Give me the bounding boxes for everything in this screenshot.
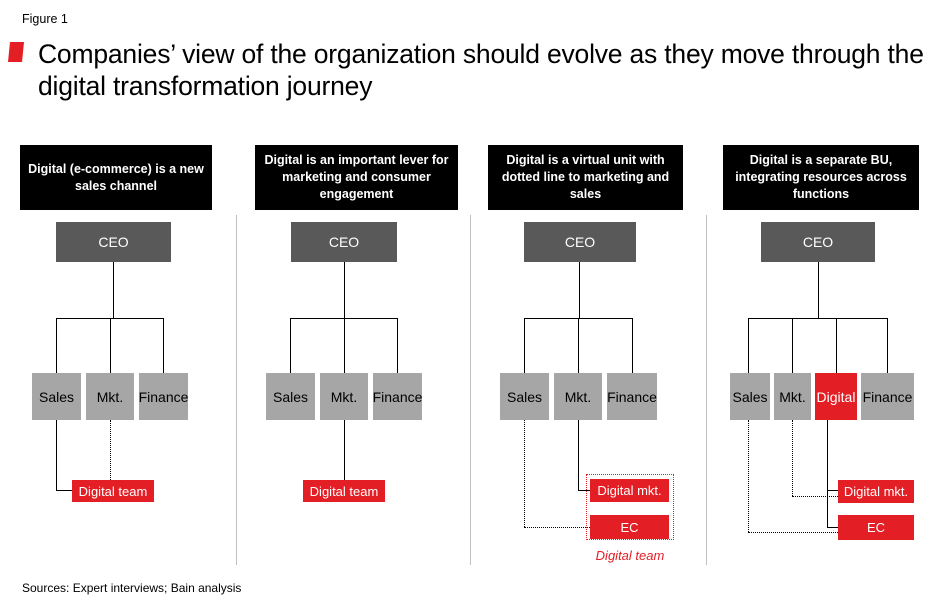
dotted-reporting-line bbox=[524, 420, 525, 527]
function-box-finance: Finance bbox=[861, 373, 914, 420]
connector-line bbox=[344, 318, 345, 373]
solid-reporting-line bbox=[827, 420, 828, 527]
connector-line bbox=[110, 318, 111, 373]
figure-label: Figure 1 bbox=[22, 12, 68, 26]
ec-box: EC bbox=[590, 515, 669, 539]
ceo-box: CEO bbox=[291, 222, 397, 262]
source-note: Sources: Expert interviews; Bain analysi… bbox=[22, 581, 242, 595]
dotted-reporting-line bbox=[792, 420, 793, 496]
connector-line bbox=[887, 318, 888, 373]
function-box-sales: Sales bbox=[266, 373, 315, 420]
function-box-mkt: Mkt. bbox=[86, 373, 134, 420]
panel-header: Digital is a virtual unit with dotted li… bbox=[488, 145, 683, 210]
connector-line bbox=[579, 262, 580, 319]
page-title: Companies’ view of the organization shou… bbox=[38, 39, 924, 101]
ceo-box: CEO bbox=[524, 222, 636, 262]
panel-divider bbox=[706, 215, 707, 565]
panel-divider bbox=[470, 215, 471, 565]
function-box-finance: Finance bbox=[607, 373, 657, 420]
function-box-finance: Finance bbox=[373, 373, 422, 420]
function-box-mkt: Mkt. bbox=[554, 373, 602, 420]
connector-line bbox=[632, 318, 633, 373]
connector-line bbox=[748, 318, 888, 319]
panel-header: Digital (e-commerce) is a new sales chan… bbox=[20, 145, 212, 210]
solid-reporting-line bbox=[56, 490, 73, 491]
digital-team-group-outline bbox=[586, 474, 674, 540]
digital-team-box: Digital team bbox=[72, 480, 154, 502]
function-box-mkt: Mkt. bbox=[320, 373, 368, 420]
panel-header: Digital is a separate BU, integrating re… bbox=[723, 145, 919, 210]
connector-line bbox=[818, 262, 819, 319]
connector-line bbox=[113, 262, 114, 319]
connector-line bbox=[397, 318, 398, 373]
connector-line bbox=[792, 318, 793, 373]
function-box-finance: Finance bbox=[139, 373, 188, 420]
dotted-reporting-line bbox=[110, 420, 111, 480]
connector-line bbox=[290, 318, 291, 373]
dotted-reporting-line bbox=[792, 496, 840, 497]
function-box-sales: Sales bbox=[730, 373, 770, 420]
connector-line bbox=[344, 262, 345, 319]
solid-reporting-line bbox=[578, 420, 579, 491]
function-box-sales: Sales bbox=[500, 373, 549, 420]
dotted-reporting-line bbox=[748, 420, 749, 532]
ec-box: EC bbox=[838, 515, 914, 540]
digital-team-box: Digital team bbox=[303, 480, 385, 502]
solid-reporting-line bbox=[578, 490, 590, 491]
dotted-reporting-line bbox=[748, 532, 840, 533]
digital-mkt-box: Digital mkt. bbox=[838, 480, 914, 503]
dotted-reporting-line bbox=[524, 527, 590, 528]
connector-line bbox=[578, 318, 579, 373]
connector-line bbox=[56, 318, 57, 373]
digital-team-label: Digital team bbox=[595, 548, 665, 563]
connector-line bbox=[836, 318, 837, 373]
connector-line bbox=[748, 318, 749, 373]
function-box-sales: Sales bbox=[32, 373, 81, 420]
title-accent-mark bbox=[8, 42, 24, 62]
solid-reporting-line bbox=[344, 420, 345, 480]
function-box-digital: Digital bbox=[815, 373, 857, 420]
panel-header: Digital is an important lever for market… bbox=[255, 145, 458, 210]
panel-divider bbox=[236, 215, 237, 565]
ceo-box: CEO bbox=[761, 222, 875, 262]
connector-line bbox=[524, 318, 525, 373]
digital-mkt-box: Digital mkt. bbox=[590, 479, 669, 502]
solid-reporting-line bbox=[827, 527, 840, 528]
solid-reporting-line bbox=[56, 420, 57, 491]
solid-reporting-line bbox=[827, 490, 840, 491]
ceo-box: CEO bbox=[56, 222, 171, 262]
connector-line bbox=[163, 318, 164, 373]
function-box-mkt: Mkt. bbox=[774, 373, 811, 420]
